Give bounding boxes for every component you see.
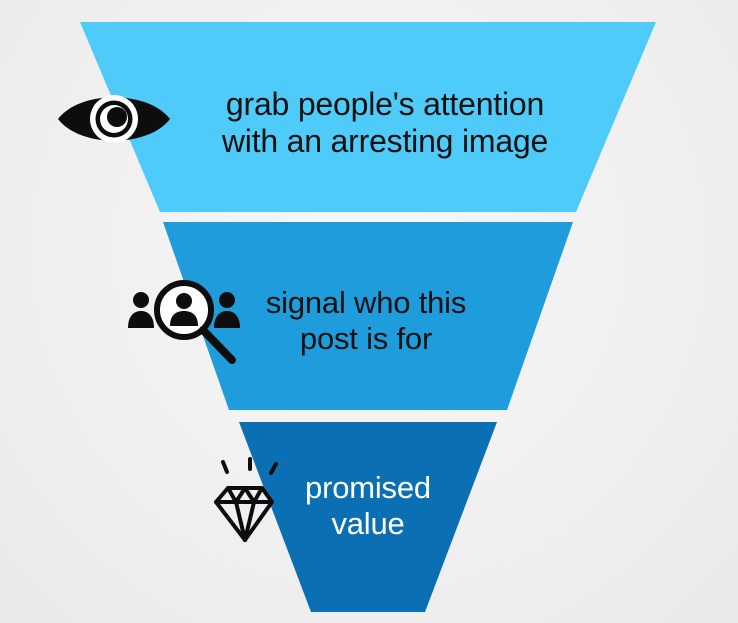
funnel-tier-middle bbox=[163, 222, 573, 410]
tier-bottom-line-2: value bbox=[331, 505, 405, 541]
tier-middle-label: signal who this post is for bbox=[236, 285, 496, 357]
tier-middle-line-1: signal who this bbox=[265, 285, 467, 320]
eye-icon bbox=[56, 86, 172, 157]
funnel-tier-top bbox=[80, 22, 656, 212]
tier-top-line-1: grab people's attention bbox=[225, 86, 545, 122]
tier-bottom-label: promised value bbox=[278, 470, 458, 542]
tier-top-line-2: with an arresting image bbox=[221, 123, 549, 160]
funnel-tier-bottom bbox=[239, 422, 497, 612]
diamond-icon bbox=[210, 456, 282, 551]
audience-search-icon bbox=[126, 280, 244, 371]
tier-bottom-line-1: promised bbox=[305, 470, 431, 505]
tier-middle-line-2: post is for bbox=[299, 320, 433, 356]
tier-top-label: grab people's attention with an arrestin… bbox=[176, 86, 594, 160]
